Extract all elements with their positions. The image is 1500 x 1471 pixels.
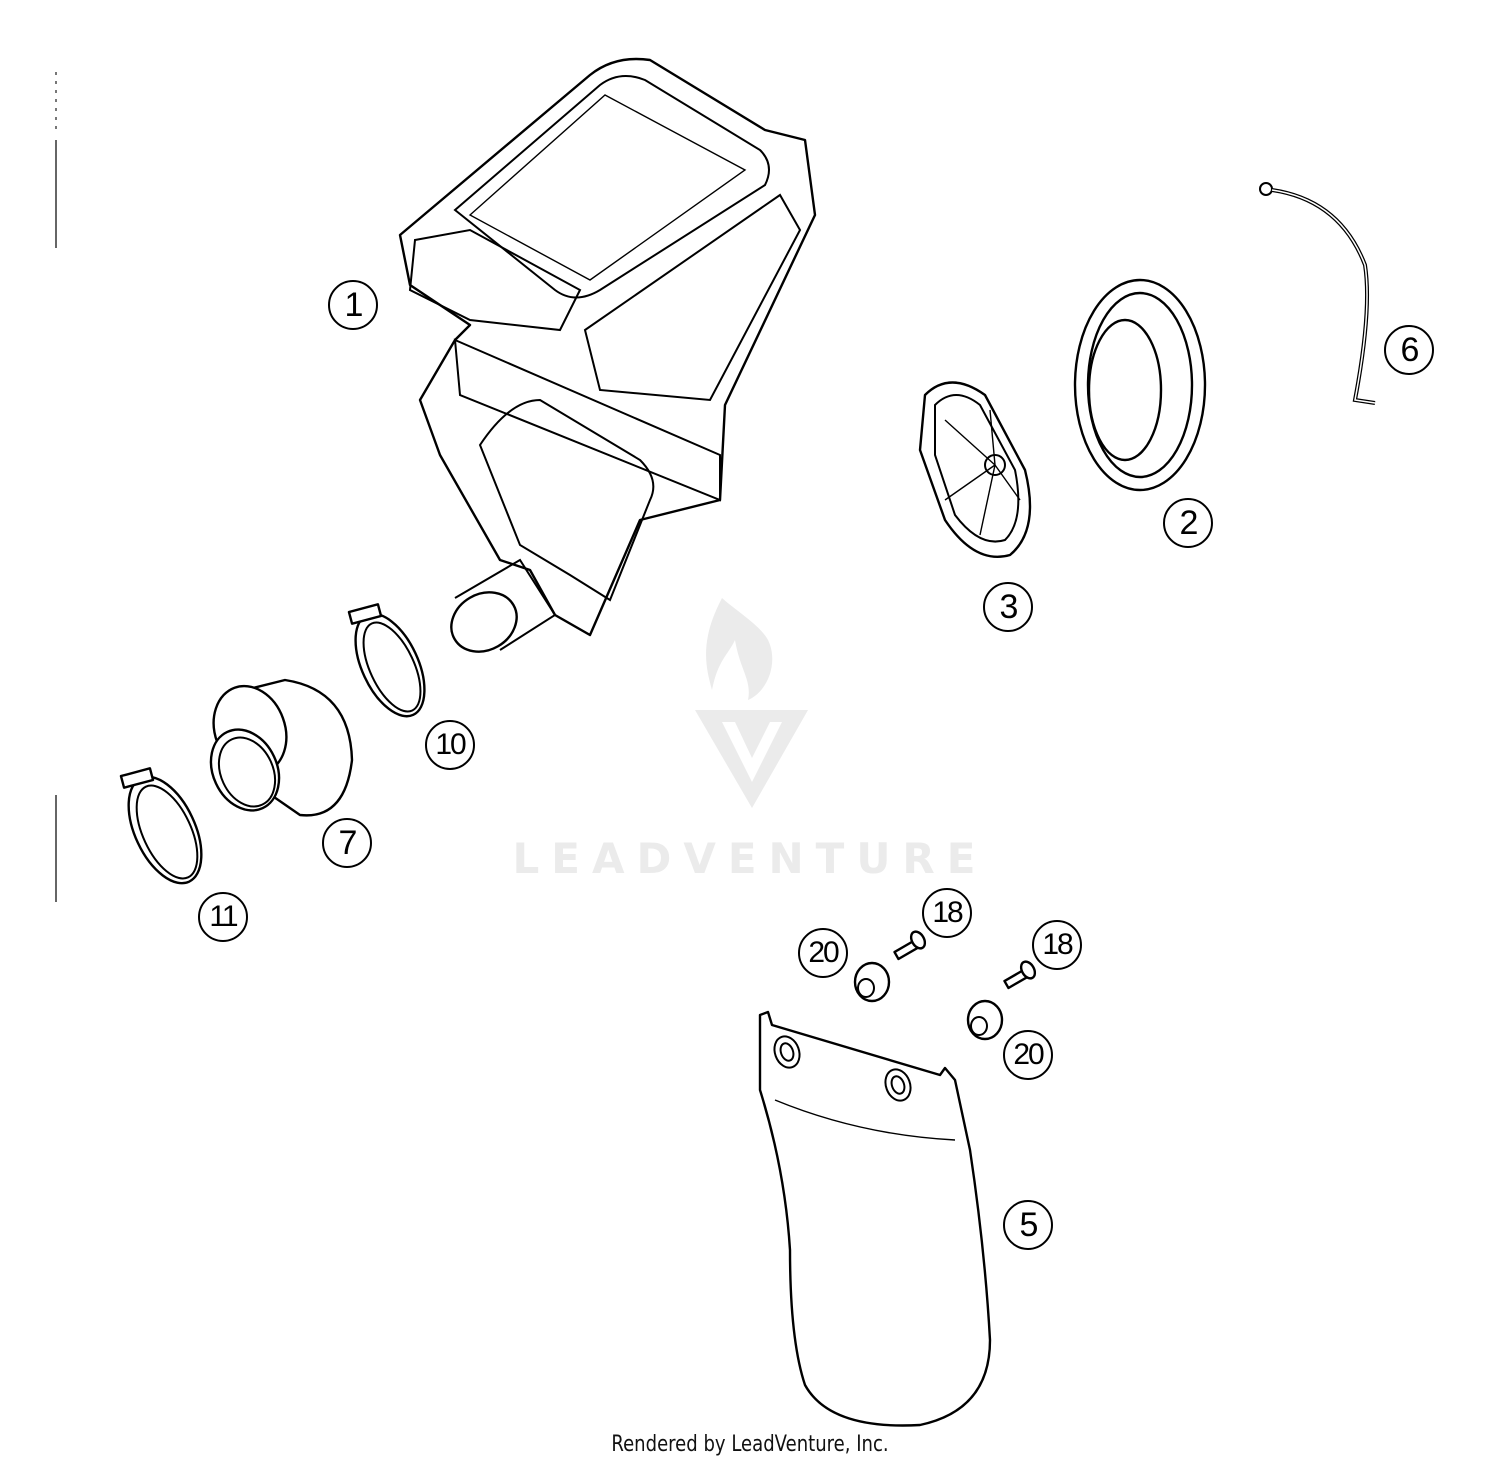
callout-1[interactable]: 1 bbox=[328, 280, 378, 330]
callout-label: 5 bbox=[1019, 1205, 1039, 1244]
callout-label: 1 bbox=[344, 285, 364, 324]
callout-20a[interactable]: 20 bbox=[798, 928, 848, 978]
callout-5[interactable]: 5 bbox=[1003, 1200, 1053, 1250]
callout-label: 11 bbox=[209, 900, 238, 933]
callout-label: 20 bbox=[808, 936, 839, 969]
callout-10[interactable]: 10 bbox=[425, 720, 475, 770]
part-18-screw-b bbox=[1003, 960, 1037, 990]
callout-2[interactable]: 2 bbox=[1163, 498, 1213, 548]
callout-label: 20 bbox=[1013, 1038, 1044, 1071]
callout-18b[interactable]: 18 bbox=[1032, 920, 1082, 970]
callout-18a[interactable]: 18 bbox=[922, 888, 972, 938]
footer-credit: Rendered by LeadVenture, Inc. bbox=[611, 1432, 889, 1457]
callout-11[interactable]: 11 bbox=[198, 892, 248, 942]
part-1-air-filter-box bbox=[398, 57, 817, 653]
callout-6[interactable]: 6 bbox=[1384, 325, 1434, 375]
callout-label: 10 bbox=[435, 728, 466, 761]
callout-20b[interactable]: 20 bbox=[1003, 1030, 1053, 1080]
callout-label: 2 bbox=[1179, 503, 1199, 542]
callout-label: 18 bbox=[1042, 928, 1073, 961]
callout-7[interactable]: 7 bbox=[322, 818, 372, 868]
part-10-hose-clamp bbox=[347, 603, 426, 718]
callout-label: 3 bbox=[999, 587, 1019, 626]
callout-label: 18 bbox=[932, 896, 963, 929]
part-6-retaining-wire bbox=[1259, 182, 1376, 405]
callout-3[interactable]: 3 bbox=[983, 582, 1033, 632]
part-11-hose-clamp bbox=[119, 767, 203, 885]
watermark-text: LEADVENTURE bbox=[512, 834, 988, 883]
part-20-bushing-b bbox=[966, 999, 1004, 1041]
part-3-filter-cage bbox=[918, 381, 1032, 558]
watermark-logo-icon bbox=[695, 598, 808, 808]
callout-label: 6 bbox=[1400, 330, 1420, 369]
part-18-screw-a bbox=[893, 930, 927, 961]
callout-label: 7 bbox=[338, 823, 358, 862]
part-20-bushing-a bbox=[853, 961, 891, 1003]
part-2-air-filter bbox=[1073, 278, 1207, 492]
part-7-intake-boot bbox=[209, 678, 354, 817]
part-5-mud-flap bbox=[758, 1010, 992, 1427]
